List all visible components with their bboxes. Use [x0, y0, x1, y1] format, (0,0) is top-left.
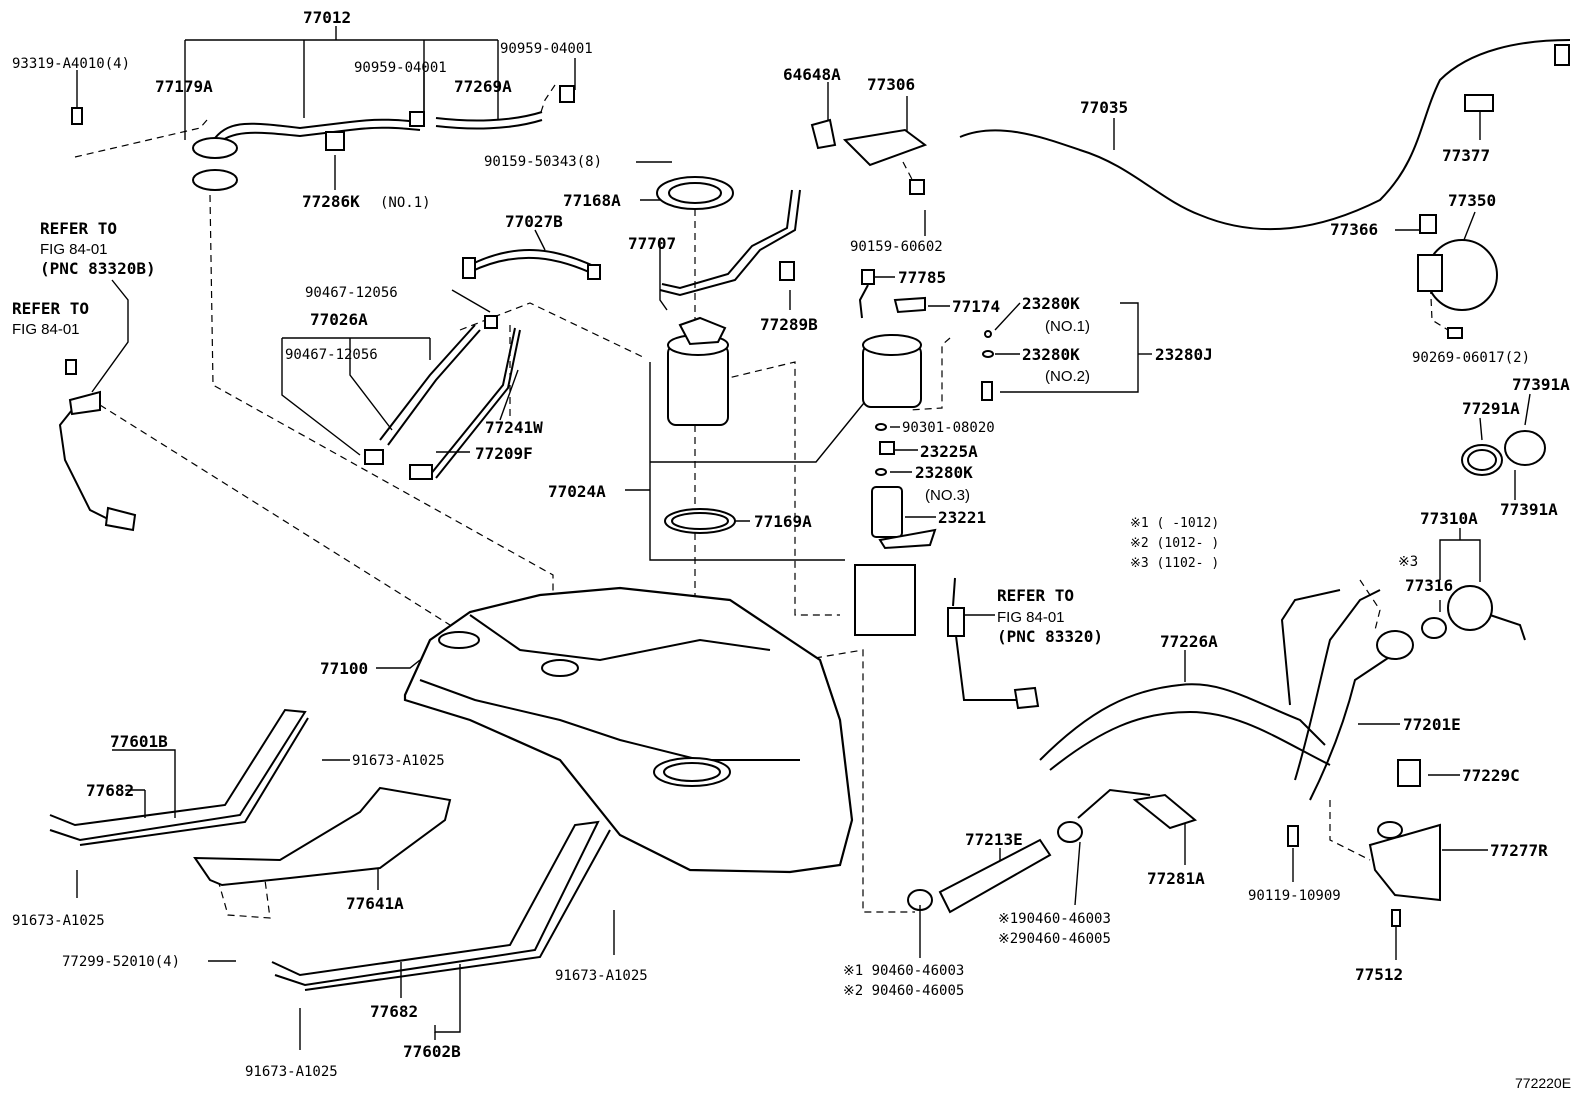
- label-77168A: 77168A: [563, 191, 621, 210]
- label-23280K-1: 23280K: [1022, 294, 1080, 313]
- ref1-line1: REFER TO: [40, 219, 117, 238]
- label-77209F: 77209F: [475, 444, 533, 463]
- label-77229C: 77229C: [1462, 766, 1520, 785]
- ref1-line3: (PNC 83320B): [40, 259, 156, 278]
- label-77316: 77316: [1405, 576, 1453, 595]
- parts: [49, 39, 1571, 991]
- fuel-tank: [403, 586, 854, 874]
- label-77291A: 77291A: [1462, 399, 1520, 418]
- label-77035: 77035: [1080, 98, 1128, 117]
- label-77391A-a: 77391A: [1512, 375, 1570, 394]
- label-hose-clamp-a2: ※2 90460-46005: [843, 983, 964, 999]
- label-77281A: 77281A: [1147, 869, 1205, 888]
- label-77601B: 77601B: [110, 732, 168, 751]
- label-hose-clamp-a1: ※1 90460-46003: [843, 963, 964, 979]
- label-77377: 77377: [1442, 146, 1490, 165]
- label-77391A-b: 77391A: [1500, 500, 1558, 519]
- label-90467-b: 90467-12056: [285, 347, 378, 363]
- label-77289B: 77289B: [760, 315, 818, 334]
- label-77027B: 77027B: [505, 212, 563, 231]
- label-77682-a: 77682: [86, 781, 134, 800]
- label-77602B: 77602B: [403, 1042, 461, 1061]
- footnote-1: ※1 ( -1012): [1130, 516, 1219, 531]
- footnotes: ※1 ( -1012) ※2 (1012- ) ※3 (1102- ): [1130, 516, 1219, 571]
- label-77682-b: 77682: [370, 1002, 418, 1021]
- label-77269A: 77269A: [454, 77, 512, 96]
- label-23280K-2: 23280K: [1022, 345, 1080, 364]
- ref1-line2: FIG 84-01: [40, 241, 108, 258]
- label-93319: 93319-A4010(4): [12, 56, 130, 72]
- label-90269: 90269-06017(2): [1412, 350, 1530, 366]
- label-77512: 77512: [1355, 965, 1403, 984]
- breather-tubes: [364, 249, 601, 480]
- label-64648A: 64648A: [783, 65, 841, 84]
- label-77277R: 77277R: [1490, 841, 1548, 860]
- label-77366: 77366: [1330, 220, 1378, 239]
- fuel-filter: [854, 269, 994, 636]
- label-23225A: 23225A: [920, 442, 978, 461]
- label-77286K-no: (NO.1): [380, 195, 431, 211]
- label-77024A: 77024A: [548, 482, 606, 501]
- label-77169A: 77169A: [754, 512, 812, 531]
- ref3-line1: REFER TO: [997, 586, 1074, 605]
- filler-lid: [1417, 214, 1546, 641]
- label-hose-clamp-b1: ※190460-46003: [998, 911, 1111, 927]
- label-23280K-3-no: (NO.3): [925, 487, 970, 504]
- ref3-line3: (PNC 83320): [997, 627, 1103, 646]
- label-77286K: 77286K: [302, 192, 360, 211]
- label-77306: 77306: [867, 75, 915, 94]
- label-90159-50343: 90159-50343(8): [484, 154, 602, 170]
- part-labels: 77012 93319-A4010(4) 90959-04001 90959-0…: [12, 8, 1570, 1080]
- label-77012: 77012: [303, 8, 351, 27]
- label-90301: 90301-08020: [902, 420, 995, 436]
- ref3-line2: FIG 84-01: [997, 609, 1065, 626]
- label-90159-60602: 90159-60602: [850, 239, 943, 255]
- label-77179A: 77179A: [155, 77, 213, 96]
- label-77350: 77350: [1448, 191, 1496, 210]
- label-77785: 77785: [898, 268, 946, 287]
- label-77226A: 77226A: [1160, 632, 1218, 651]
- label-23280J: 23280J: [1155, 345, 1213, 364]
- opener-cable: [810, 39, 1571, 231]
- label-91673-c: 91673-A1025: [555, 968, 648, 984]
- label-23280K-1-no: (NO.1): [1045, 318, 1090, 335]
- label-90959-a: 90959-04001: [354, 60, 447, 76]
- label-77201E: 77201E: [1403, 715, 1461, 734]
- ref2-line1: REFER TO: [12, 299, 89, 318]
- tank-bands: [49, 708, 611, 991]
- label-77310A: 77310A: [1420, 509, 1478, 528]
- label-23221: 23221: [938, 508, 986, 527]
- reference-notes: REFER TO FIG 84-01 (PNC 83320B) REFER TO…: [12, 219, 1103, 646]
- label-77241W: 77241W: [485, 418, 543, 437]
- footnote-3: ※3 (1102- ): [1130, 556, 1219, 571]
- label-23280K-3: 23280K: [915, 463, 973, 482]
- label-77641A: 77641A: [346, 894, 404, 913]
- label-90119: 90119-10909: [1248, 888, 1341, 904]
- diagram-id: 772220E: [1515, 1075, 1571, 1091]
- label-91673-d: 91673-A1025: [245, 1064, 338, 1080]
- filler-hose: [907, 788, 1151, 914]
- sender-gauge: [947, 577, 1040, 710]
- sender-gauge-left: [58, 359, 137, 532]
- label-90959-b: 90959-04001: [500, 41, 593, 57]
- label-77026A: 77026A: [310, 310, 368, 329]
- label-77174: 77174: [952, 297, 1000, 316]
- leader-lines: [76, 26, 1531, 1050]
- label-hose-clamp-b2: ※290460-46005: [998, 931, 1111, 947]
- label-91673-b: 91673-A1025: [12, 913, 105, 929]
- label-91673-a: 91673-A1025: [352, 753, 445, 769]
- label-77299: 77299-52010(4): [62, 954, 180, 970]
- label-77316-mark: ※3: [1398, 554, 1418, 570]
- fuel-pump-module: [656, 176, 801, 534]
- footnote-2: ※2 (1012- ): [1130, 536, 1219, 551]
- label-77213E: 77213E: [965, 830, 1023, 849]
- label-90467-a: 90467-12056: [305, 285, 398, 301]
- label-77707: 77707: [628, 234, 676, 253]
- vent-tube-assembly: [71, 85, 575, 191]
- filler-pipe: [1039, 589, 1441, 927]
- label-77100: 77100: [320, 659, 368, 678]
- ref2-line2: FIG 84-01: [12, 321, 80, 338]
- label-23280K-2-no: (NO.2): [1045, 368, 1090, 385]
